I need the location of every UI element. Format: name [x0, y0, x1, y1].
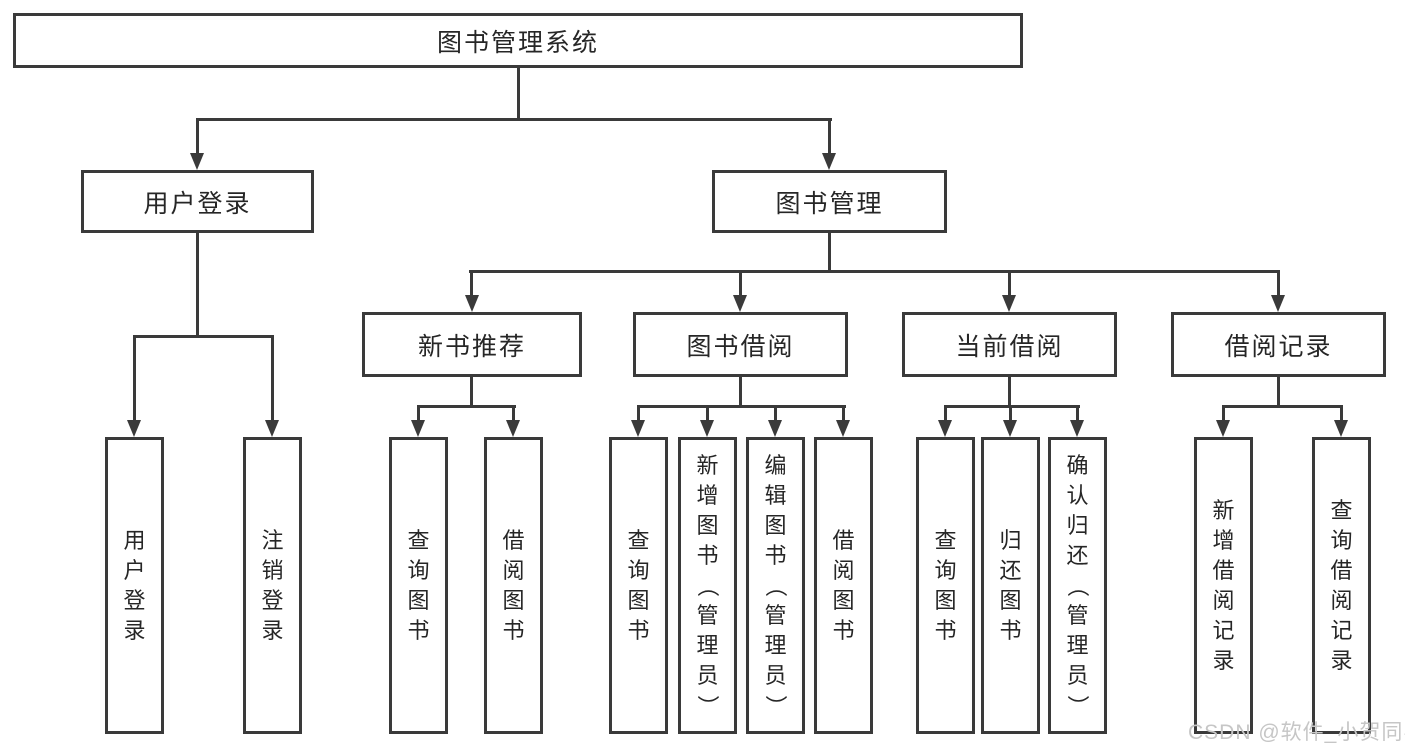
connector-group-stem [1008, 377, 1011, 405]
node-book-borrow: 图书借阅 [633, 312, 848, 377]
node-current-borrow: 当前借阅 [902, 312, 1117, 377]
arrowhead-down-icon [822, 153, 836, 170]
arrowhead-down-icon [938, 420, 952, 437]
node-leaf-query-borrow-record: 查询借阅记录 [1312, 437, 1371, 734]
connector-arrow-line [739, 270, 742, 295]
connector-arrow-line [417, 405, 420, 420]
arrowhead-down-icon [1334, 420, 1348, 437]
connector-userlogin-bar [133, 335, 274, 338]
node-book-management: 图书管理 [712, 170, 947, 233]
node-leaf-confirm-return-admin: 确认归还（管理员） [1048, 437, 1107, 734]
connector-arrow-line [1340, 405, 1343, 420]
connector-group-bar [417, 405, 516, 408]
connector-group-bar [1222, 405, 1343, 408]
connector-userlogin-stem [196, 233, 199, 335]
connector-arrow-line [944, 405, 947, 420]
connector-root-stem [517, 68, 520, 118]
arrowhead-down-icon [265, 420, 279, 437]
connector-arrow-line [133, 335, 136, 420]
node-new-book-recommend: 新书推荐 [362, 312, 582, 377]
arrowhead-down-icon [465, 295, 479, 312]
node-leaf-borrow-book-recommend: 借阅图书 [484, 437, 543, 734]
connector-arrow-line [842, 405, 845, 420]
arrowhead-down-icon [1002, 295, 1016, 312]
connector-arrow-line [512, 405, 515, 420]
node-leaf-query-book-borrow: 查询图书 [609, 437, 668, 734]
arrowhead-down-icon [190, 153, 204, 170]
arrowhead-down-icon [1070, 420, 1084, 437]
connector-arrow-line [706, 405, 709, 420]
node-leaf-return-book: 归还图书 [981, 437, 1040, 734]
connector-root-bar [196, 118, 832, 121]
arrowhead-down-icon [1003, 420, 1017, 437]
connector-arrow-line [1076, 405, 1079, 420]
connector-arrow-line [828, 118, 831, 153]
arrowhead-down-icon [733, 295, 747, 312]
node-leaf-borrow-book: 借阅图书 [814, 437, 873, 734]
connector-bookmgmt-bar [469, 270, 1280, 273]
connector-arrow-line [470, 270, 473, 295]
connector-arrow-line [1222, 405, 1225, 420]
arrowhead-down-icon [127, 420, 141, 437]
arrowhead-down-icon [768, 420, 782, 437]
node-user-login: 用户登录 [81, 170, 314, 233]
arrowhead-down-icon [1216, 420, 1230, 437]
connector-group-stem [470, 377, 473, 405]
connector-group-bar [944, 405, 1080, 408]
connector-arrow-line [1008, 270, 1011, 295]
watermark: CSDN @软件_小贺同学 [1188, 721, 1405, 744]
node-leaf-add-book-admin: 新增图书（管理员） [678, 437, 737, 734]
connector-arrow-line [271, 335, 274, 420]
connector-group-stem [739, 377, 742, 405]
connector-arrow-line [196, 118, 199, 153]
connector-group-bar [637, 405, 846, 408]
node-root: 图书管理系统 [13, 13, 1023, 68]
node-borrow-records: 借阅记录 [1171, 312, 1386, 377]
node-leaf-user-login: 用户登录 [105, 437, 164, 734]
connector-group-stem [1277, 377, 1280, 405]
node-leaf-add-borrow-record: 新增借阅记录 [1194, 437, 1253, 734]
node-leaf-query-book-recommend: 查询图书 [389, 437, 448, 734]
node-leaf-logout: 注销登录 [243, 437, 302, 734]
arrowhead-down-icon [836, 420, 850, 437]
node-leaf-query-book-current: 查询图书 [916, 437, 975, 734]
connector-bookmgmt-stem [828, 233, 831, 270]
connector-arrow-line [1277, 270, 1280, 295]
connector-arrow-line [637, 405, 640, 420]
arrowhead-down-icon [1271, 295, 1285, 312]
connector-arrow-line [1009, 405, 1012, 420]
arrowhead-down-icon [506, 420, 520, 437]
arrowhead-down-icon [411, 420, 425, 437]
arrowhead-down-icon [700, 420, 714, 437]
node-leaf-edit-book-admin: 编辑图书（管理员） [746, 437, 805, 734]
connector-arrow-line [774, 405, 777, 420]
arrowhead-down-icon [631, 420, 645, 437]
